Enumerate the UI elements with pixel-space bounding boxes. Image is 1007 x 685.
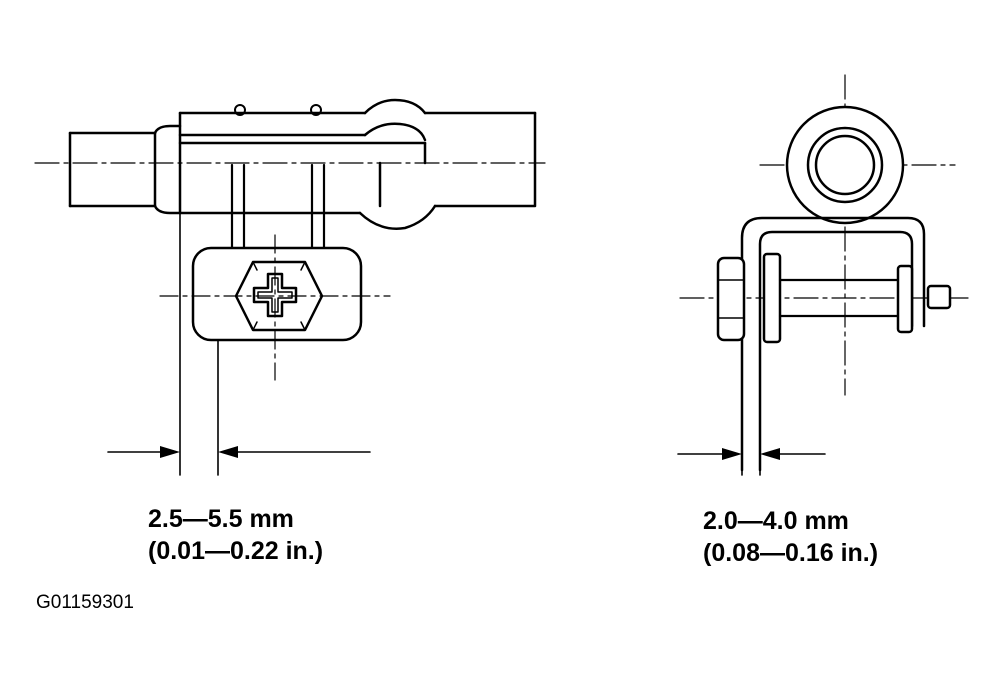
left-dimension-in: (0.01—0.22 in.): [148, 537, 324, 565]
phillips-cross-icon: [252, 272, 298, 318]
clamp-legs: [230, 163, 326, 264]
right-dimension-in: (0.08—0.16 in.): [703, 539, 879, 567]
left-view: [34, 98, 546, 476]
bolt-head: [896, 264, 914, 334]
right-dimension-arrows: [677, 448, 826, 460]
brake-tube: [68, 98, 537, 230]
nut: [716, 256, 746, 342]
left-dimension-mm: 2.5—5.5 mm: [148, 505, 294, 533]
figure-code: G01159301: [36, 592, 134, 613]
clamp-bracket: [740, 216, 926, 472]
right-dimension-mm: 2.0—4.0 mm: [703, 507, 849, 535]
left-dimension-arrows: [107, 446, 371, 458]
right-view: [677, 74, 969, 476]
tube-cross-section: [785, 105, 905, 225]
